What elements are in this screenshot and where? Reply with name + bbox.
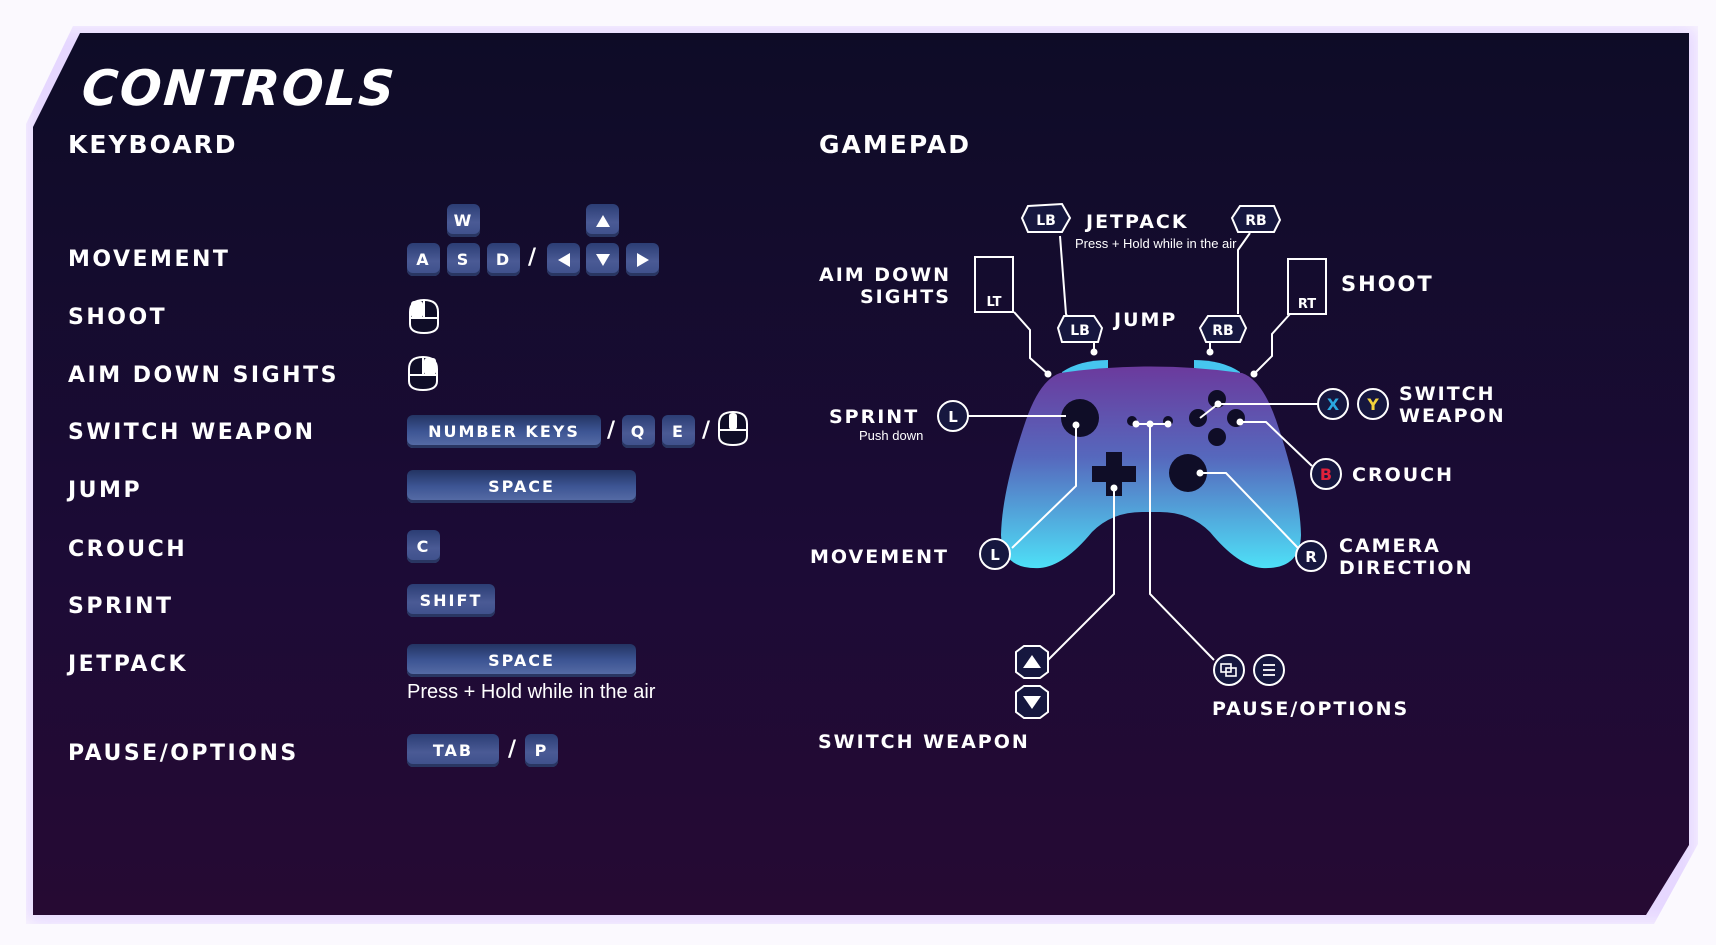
dpad-down-arrow-icon — [1023, 696, 1041, 709]
rb-badge — [1198, 315, 1248, 343]
r-text-camera: R — [1305, 548, 1317, 566]
kb-jetpack-note: Press + Hold while in the air — [407, 681, 656, 703]
key-tab: TAB — [407, 734, 499, 767]
gp-switch-weapon-bottom-label: SWITCH WEAPON — [818, 731, 1030, 753]
lb-top-text: LB — [1036, 213, 1056, 229]
pause-separator: / — [508, 737, 517, 762]
key-space-jetpack: SPACE — [407, 644, 636, 677]
gp-jump-label: JUMP — [1114, 309, 1178, 331]
keyboard-heading: KEYBOARD — [68, 130, 238, 159]
key-p: P — [525, 734, 558, 767]
lb-text: LB — [1070, 323, 1090, 339]
view-icon — [1220, 663, 1237, 677]
kb-jetpack-label: JETPACK — [68, 652, 189, 677]
switch-separator-2: / — [702, 418, 711, 443]
key-a: A — [407, 243, 440, 276]
l-text-sprint: L — [948, 408, 958, 426]
movement-separator: / — [528, 245, 537, 270]
arrow-left-icon — [557, 252, 570, 267]
rb-top-text: RB — [1245, 213, 1266, 229]
arrow-up-icon — [595, 214, 610, 227]
key-number-keys: NUMBER KEYS — [407, 415, 601, 448]
l-text-movement: L — [990, 546, 1000, 564]
b-button-badge — [1310, 458, 1342, 490]
right-mouse-button-icon — [408, 355, 438, 392]
rt-text: RT — [1298, 297, 1316, 312]
switch-separator-1: / — [607, 418, 616, 443]
gp-pause-label: PAUSE/OPTIONS — [1212, 698, 1410, 720]
x-button-badge — [1317, 388, 1349, 420]
dpad-up-arrow-icon — [1023, 655, 1041, 668]
key-d: D — [487, 243, 520, 276]
rb-badge-top — [1230, 205, 1282, 233]
lb-badge — [1056, 315, 1104, 343]
key-arrow-down — [586, 243, 619, 276]
kb-jump-label: JUMP — [68, 478, 143, 503]
x-letter: X — [1327, 395, 1340, 414]
key-shift: SHIFT — [407, 584, 495, 617]
key-e: E — [662, 415, 695, 448]
kb-aim-label: AIM DOWN SIGHTS — [68, 363, 339, 388]
left-stick-icon — [1061, 399, 1099, 437]
kb-movement-label: MOVEMENT — [68, 247, 231, 272]
key-s: S — [447, 243, 480, 276]
gp-shoot-label: SHOOT — [1341, 272, 1434, 296]
gp-crouch-label: CROUCH — [1352, 464, 1454, 486]
face-button-a-icon — [1208, 428, 1226, 446]
rb-text: RB — [1212, 323, 1233, 339]
key-c: C — [407, 530, 440, 563]
key-arrow-left — [547, 243, 580, 276]
mouse-wheel-icon — [718, 410, 748, 447]
kb-switch-weapon-label: SWITCH WEAPON — [68, 420, 316, 445]
rt-trigger-icon — [1287, 258, 1327, 315]
l-stick-badge-movement — [979, 538, 1011, 570]
face-button-x-icon — [1189, 409, 1207, 427]
gp-aim-label-2: SIGHTS — [860, 286, 951, 308]
key-q: Q — [622, 415, 655, 448]
gp-switch-weapon-label-2: WEAPON — [1399, 405, 1506, 427]
gp-aim-label-1: AIM DOWN — [819, 264, 952, 286]
gp-jetpack-label: JETPACK — [1086, 211, 1189, 233]
gp-sprint-note: Push down — [859, 428, 924, 443]
kb-shoot-label: SHOOT — [68, 305, 168, 330]
key-arrow-right — [626, 243, 659, 276]
arrow-down-icon — [595, 253, 610, 266]
y-letter: Y — [1366, 395, 1379, 414]
y-button-badge — [1357, 388, 1389, 420]
controls-panel — [33, 33, 1689, 915]
gp-sprint-label: SPRINT — [829, 406, 920, 428]
kb-pause-label: PAUSE/OPTIONS — [68, 741, 299, 766]
key-w: W — [447, 204, 480, 237]
r-stick-badge-camera — [1295, 540, 1327, 572]
menu-icon — [1263, 664, 1275, 676]
gp-movement-label: MOVEMENT — [810, 546, 949, 568]
right-stick-icon — [1169, 454, 1207, 492]
gp-camera-label-2: DIRECTION — [1339, 557, 1474, 579]
lb-badge-top — [1020, 202, 1072, 233]
left-mouse-button-icon — [409, 298, 439, 335]
arrow-right-icon — [636, 252, 649, 267]
lt-text: LT — [987, 295, 1002, 310]
key-arrow-up — [586, 204, 619, 237]
gp-camera-label-1: CAMERA — [1339, 535, 1441, 557]
dpad-icon — [1092, 452, 1136, 496]
kb-crouch-label: CROUCH — [68, 537, 188, 562]
gp-jetpack-note: Press + Hold while in the air — [1075, 236, 1237, 251]
l-stick-badge-sprint — [937, 400, 969, 432]
gp-switch-weapon-label-1: SWITCH — [1399, 383, 1496, 405]
lt-trigger-icon — [974, 256, 1014, 313]
key-space-jump: SPACE — [407, 470, 636, 503]
view-button-badge — [1213, 654, 1245, 686]
kb-sprint-label: SPRINT — [68, 594, 174, 619]
b-letter: B — [1320, 465, 1332, 484]
gamepad-heading: GAMEPAD — [819, 130, 971, 159]
